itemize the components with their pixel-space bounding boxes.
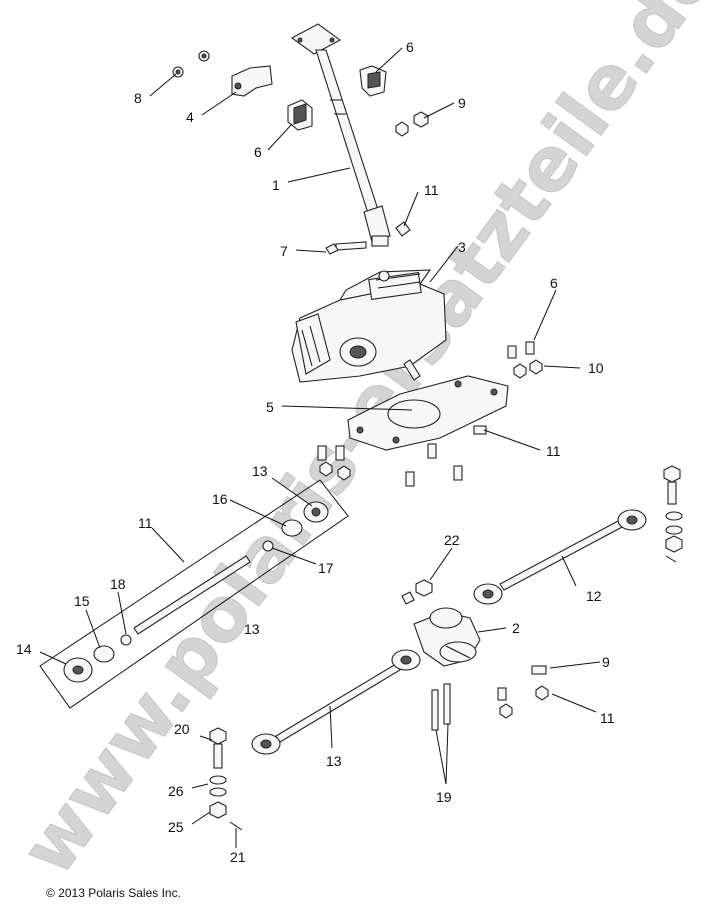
callout-11: 10: [588, 360, 604, 376]
bushing-upper: [359, 65, 387, 97]
clip-12: [395, 221, 411, 237]
bolt-8: [325, 241, 367, 255]
power-steering-unit: [291, 269, 447, 383]
callout-13: 11: [138, 515, 153, 531]
bolts-7: [507, 341, 543, 379]
mounting-plate: [347, 375, 509, 451]
tie-rod-right: [473, 509, 647, 605]
callout-9: 8: [134, 90, 142, 106]
steering-column-shaft: [290, 23, 391, 247]
callout-25: 25: [168, 819, 184, 835]
callout-6: 6: [254, 144, 262, 160]
copyright-text: © 2013 Polaris Sales Inc.: [46, 886, 181, 900]
steering-output-arm: [413, 607, 481, 667]
callout-15: 13: [252, 463, 268, 479]
callout-7: 6: [550, 275, 558, 291]
callout-13: 12: [586, 588, 602, 604]
callout-17: 15: [74, 593, 90, 609]
bolts-10: [317, 425, 487, 487]
bolt-nut-lower-right: [497, 665, 549, 719]
callout-22: 20: [174, 721, 190, 737]
tie-rod-lower: [251, 649, 421, 755]
callout-9: 9: [602, 654, 610, 670]
watermark: www.polaris-ersatzteile.de: [5, 0, 704, 891]
callout-3: 3: [458, 239, 466, 255]
callout-23: 21: [230, 849, 246, 865]
tie-rod-hardware-right: [663, 465, 683, 563]
nut-11-upper: [395, 111, 429, 137]
callout-1: 1: [272, 177, 280, 193]
callout-20: 18: [110, 576, 126, 592]
callout-12: 11: [424, 182, 439, 198]
callout-2: 2: [512, 620, 520, 636]
tie-rod-kit-left: [39, 479, 349, 709]
callout-16: 14: [16, 641, 32, 657]
callout-21: 19: [436, 789, 452, 805]
callout-5: 5: [266, 399, 274, 415]
leader-lines: [39, 47, 601, 848]
bolt-9-upper: [172, 50, 210, 78]
callout-19: 17: [318, 560, 334, 576]
callout-18: 16: [212, 491, 228, 507]
callout-14: 13: [244, 621, 260, 637]
callout-8: 7: [280, 243, 288, 259]
bushing-lower: [287, 99, 313, 131]
callout-6: 6: [406, 39, 414, 55]
lower-hardware-stack: [209, 727, 243, 831]
callout-10: 11: [546, 443, 561, 459]
column-bracket: [231, 65, 273, 97]
callout-26: 26: [168, 783, 184, 799]
bolts-21: [431, 683, 451, 731]
callout-11: 11: [600, 710, 615, 726]
callout-13: 13: [326, 753, 342, 769]
callout-4: 4: [186, 109, 194, 125]
nut-24: [401, 579, 433, 605]
callout-24: 22: [444, 532, 460, 548]
callout-labels: 8 4 6 6 1 9 11 7 3 6 10 5 11 13 16 11 17…: [16, 39, 615, 865]
callout-11: 9: [458, 95, 466, 111]
